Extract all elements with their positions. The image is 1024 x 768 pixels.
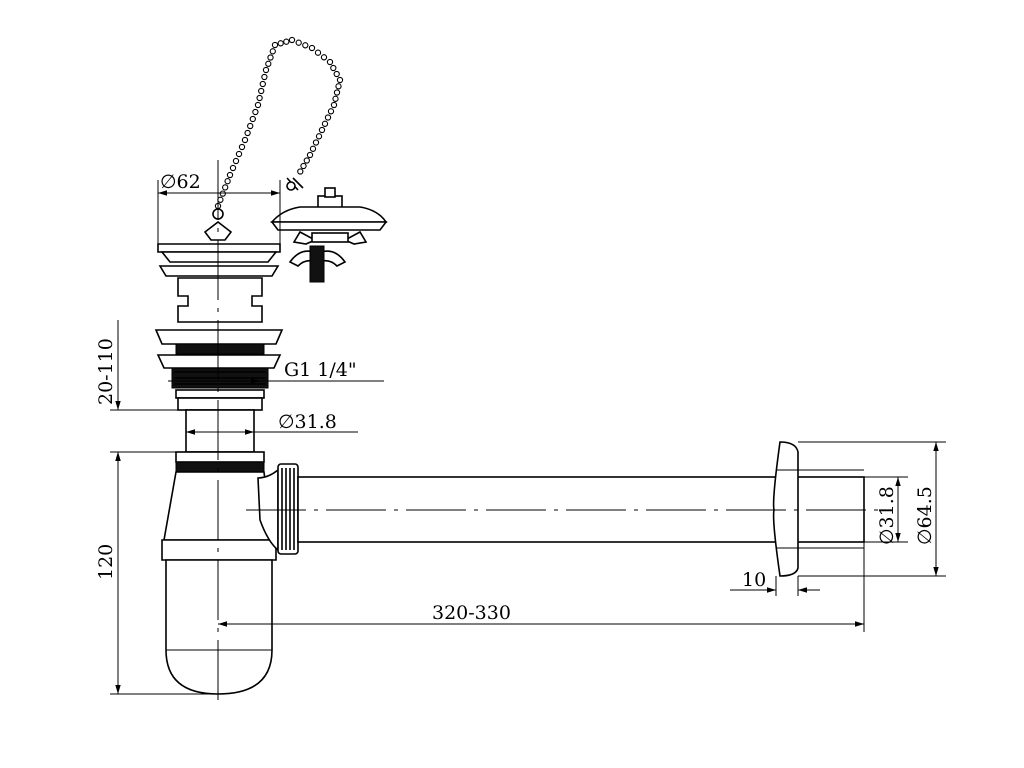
thread-size-label: G1 1/4" [284, 359, 357, 381]
chain-bead [327, 108, 335, 115]
chain-bead [262, 66, 270, 74]
chain-bead [277, 40, 284, 47]
outlet-pipe [297, 441, 865, 577]
chain-bead [297, 168, 304, 175]
chain-bead [244, 129, 251, 137]
trap-height-label: 120 [95, 544, 117, 580]
chain-bead [306, 151, 314, 159]
chain-bead [324, 114, 332, 121]
chain-bead [238, 143, 246, 151]
pipe-diameter-label: ∅31.8 [876, 486, 898, 545]
chain-bead [232, 157, 240, 165]
arm-length-label: 320-330 [432, 602, 511, 624]
chain-bead [333, 89, 341, 96]
flange-diameter-label: ∅64.5 [914, 486, 936, 545]
chain-bead [271, 41, 279, 49]
chain-bead [332, 95, 339, 102]
chain-bead [259, 80, 266, 88]
chain-bead [222, 184, 229, 191]
chain-bead [300, 162, 307, 170]
chain-bead [235, 150, 243, 158]
chain-bead [326, 58, 334, 66]
chain-bead [309, 145, 317, 152]
adjust-height-label: 20-110 [95, 338, 117, 405]
chain-bead [269, 48, 276, 55]
chain-bead [318, 126, 326, 134]
plug-chain [214, 36, 344, 210]
chain-bead [302, 42, 309, 49]
chain-bead [330, 64, 337, 72]
chain-bead [254, 101, 262, 109]
tail-diameter-label: ∅31.8 [278, 411, 337, 433]
chain-bead [335, 83, 342, 90]
plug-diameter-label: ∅62 [160, 171, 201, 193]
chain-bead [321, 120, 329, 127]
chain-bead [258, 87, 265, 95]
chain-bead [219, 190, 226, 197]
chain-bead [308, 44, 316, 52]
waste-outlet-body [154, 208, 299, 695]
chain-bead [247, 122, 254, 130]
chain-bead [252, 108, 259, 116]
chain-bead [229, 164, 237, 172]
chain-bead [330, 101, 338, 109]
chain-bead [303, 157, 310, 164]
chain-bead [261, 73, 268, 81]
chain-bead [224, 178, 231, 185]
chain-bead [312, 139, 320, 146]
chain-bead [295, 39, 302, 46]
chain-bead [320, 54, 328, 61]
chain-bead [336, 76, 344, 84]
chain-bead [288, 36, 296, 44]
chain-bead [314, 49, 322, 56]
flange-thickness-label: 10 [742, 569, 766, 591]
chain-bead [241, 136, 249, 144]
chain-bead [315, 133, 323, 140]
chain-bead [249, 115, 256, 123]
chain-bead [267, 54, 274, 61]
chain-bead [217, 196, 224, 203]
plug-stopper [270, 177, 388, 283]
chain-bead [283, 38, 290, 45]
chain-bead [226, 171, 234, 179]
chain-bead [333, 70, 340, 78]
chain-bead [256, 94, 263, 102]
chain-bead [265, 60, 272, 67]
